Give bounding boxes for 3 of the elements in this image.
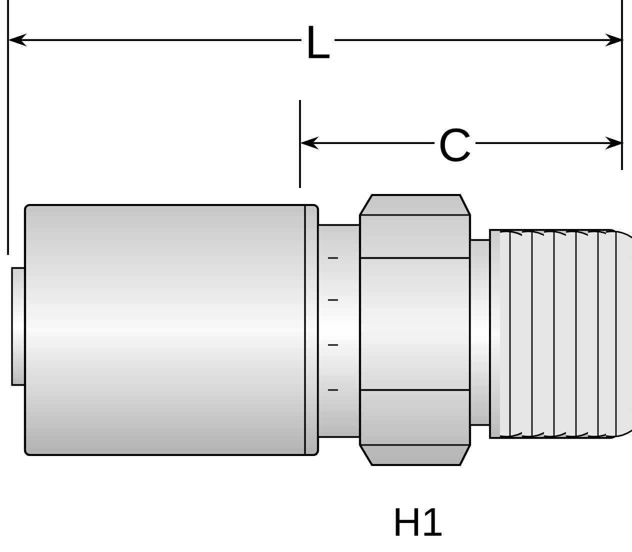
dimension-label: C [434,124,476,166]
dimension-label: L [301,22,335,62]
part-label: H1 [389,504,447,540]
